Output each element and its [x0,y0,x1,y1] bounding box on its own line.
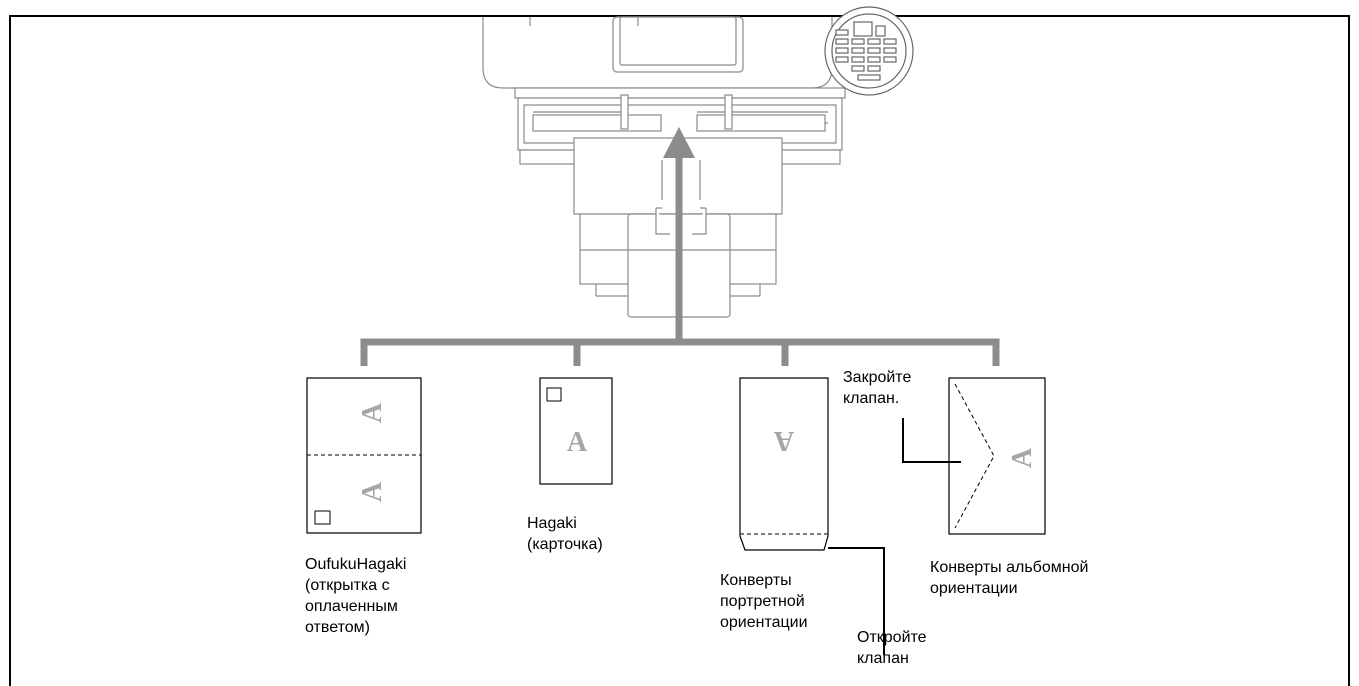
hagaki-card: A [539,377,613,485]
oufuku-label: OufukuHagaki (открытка с оплаченным отве… [305,556,407,636]
oufuku-glyph-top: A [357,402,388,423]
portrait-envelope: A [739,377,885,655]
printer-icon [482,16,846,318]
figure-frame [9,15,1350,686]
hagaki-label: Hagaki (карточка) [527,515,603,553]
upward-arrow-icon [360,150,1000,366]
portrait-envelope-label: Конверты портретной ориентации [720,572,808,631]
close-flap-callout: Закройте клапан. [843,369,912,407]
landscape-envelope: A [902,377,1046,535]
open-flap-callout: Откройте клапан [857,629,927,667]
arrow-head [663,127,695,158]
landscape-envelope-label: Конверты альбомной ориентации [930,559,1089,597]
oufuku-glyph-bottom: A [357,481,388,502]
close-flap-leader [902,418,961,463]
portrait-envelope-glyph: A [773,425,794,456]
open-flap-leader [828,547,885,655]
hagaki-glyph: A [567,427,588,458]
control-panel-icon [824,6,914,96]
landscape-envelope-glyph: A [1007,447,1038,468]
oufuku-card: A A [306,377,422,534]
